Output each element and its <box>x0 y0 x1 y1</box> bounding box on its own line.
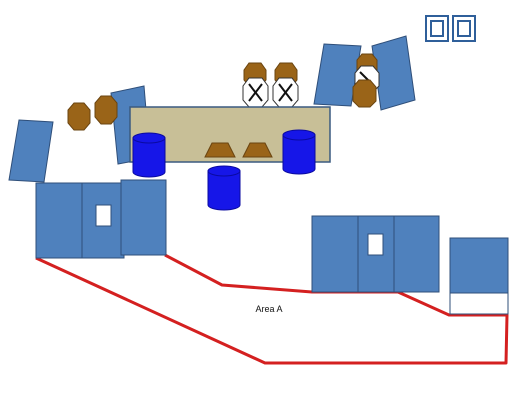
table-item <box>204 142 236 158</box>
chair <box>352 53 380 108</box>
window-panel <box>95 204 112 227</box>
area-label: Area A <box>255 304 282 314</box>
barrel <box>207 165 241 211</box>
window-panel <box>367 233 384 256</box>
tilted-panel <box>313 43 362 107</box>
tilted-panel <box>371 35 416 111</box>
barrel <box>282 129 316 175</box>
wall-panel <box>311 215 359 293</box>
table-item <box>242 142 273 158</box>
tilted-panel <box>8 119 54 183</box>
area-boundary <box>35 253 509 365</box>
panel-base <box>449 292 509 315</box>
octagon-stool <box>94 95 118 125</box>
wall-panel <box>35 182 83 259</box>
chair <box>242 62 269 108</box>
wall-panel <box>449 237 509 294</box>
window-icon <box>452 15 476 42</box>
wall-panel <box>120 179 167 256</box>
barrel <box>132 132 166 178</box>
window-icon <box>425 15 449 42</box>
chair <box>272 62 299 108</box>
octagon-stool <box>67 102 91 131</box>
wall-panel <box>393 215 440 293</box>
